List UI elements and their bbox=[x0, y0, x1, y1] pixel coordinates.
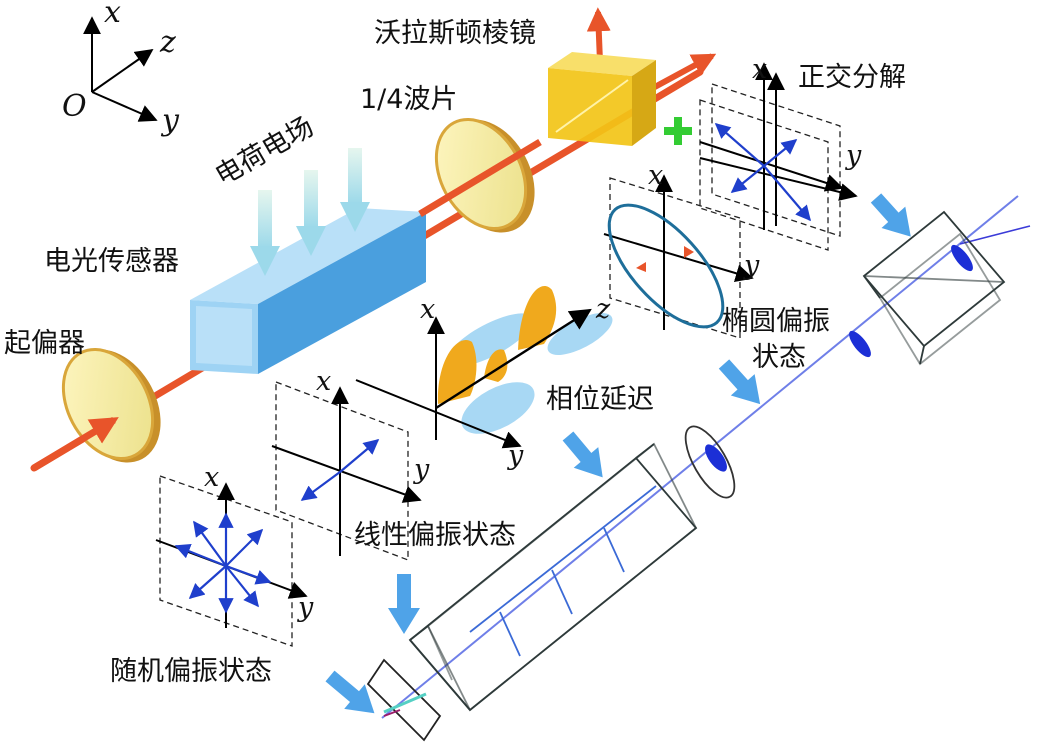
lower-light-path bbox=[381, 195, 1031, 719]
ortho-axis-x-label: x bbox=[752, 54, 767, 85]
analyzer-prism bbox=[849, 210, 1006, 366]
orthogonal-decomposition-panel: x y bbox=[699, 54, 862, 251]
phase-delay-wave: x y z bbox=[355, 286, 613, 471]
charge-field-label: 电荷电场 bbox=[210, 111, 319, 192]
orthogonal-decomposition-label: 正交分解 bbox=[798, 62, 906, 93]
wollaston-prism-label: 沃拉斯顿棱镜 bbox=[374, 18, 536, 49]
elliptic-axis-x-label: x bbox=[648, 160, 663, 191]
elliptical-state-label-line2: 状态 bbox=[752, 342, 806, 373]
cue-arrows bbox=[325, 193, 911, 714]
elliptic-axis-y-label: y bbox=[743, 250, 760, 281]
ref-axis-x-label: x bbox=[104, 0, 121, 30]
plus-icon bbox=[664, 117, 692, 145]
input-plate bbox=[366, 658, 442, 742]
linear-axis-y-label: y bbox=[413, 454, 430, 485]
random-axis-y-label: y bbox=[297, 592, 314, 623]
quarter-wave-plate bbox=[418, 117, 542, 233]
elliptical-polarization-panel: x y bbox=[603, 160, 760, 339]
elliptical-state-label-line1: 椭圆偏振 bbox=[722, 306, 830, 337]
ref-origin-label: O bbox=[62, 89, 87, 124]
ref-axis-y-label: y bbox=[160, 103, 180, 138]
eo-sensor bbox=[190, 208, 426, 374]
charge-field-arrows bbox=[250, 148, 370, 276]
phase-delay-label: 相位延迟 bbox=[546, 384, 654, 415]
linear-axis-x-label: x bbox=[316, 366, 331, 397]
phase-axis-z-label: z bbox=[595, 294, 611, 325]
long-crystal bbox=[408, 442, 698, 712]
phase-axis-y-label: y bbox=[507, 440, 524, 471]
phase-axis-x-label: x bbox=[420, 294, 435, 325]
random-axis-x-label: x bbox=[204, 462, 219, 493]
random-state-label: 随机偏振状态 bbox=[110, 656, 272, 687]
polarizer-lens bbox=[32, 347, 161, 472]
middle-lens bbox=[684, 425, 736, 499]
random-polarization-panel: x y bbox=[155, 462, 314, 647]
ortho-axis-y-label: y bbox=[845, 140, 862, 171]
polarizer-label: 起偏器 bbox=[4, 328, 85, 359]
quarter-wave-plate-label: 1/4波片 bbox=[360, 84, 457, 115]
linear-polarization-panel: x y bbox=[271, 366, 430, 561]
wollaston-prism bbox=[548, 52, 656, 146]
reference-axes: x z y O bbox=[62, 0, 180, 138]
ref-axis-z-label: z bbox=[159, 25, 176, 60]
linear-state-label: 线性偏振状态 bbox=[354, 520, 516, 551]
eo-sensor-label: 电光传感器 bbox=[44, 246, 179, 277]
